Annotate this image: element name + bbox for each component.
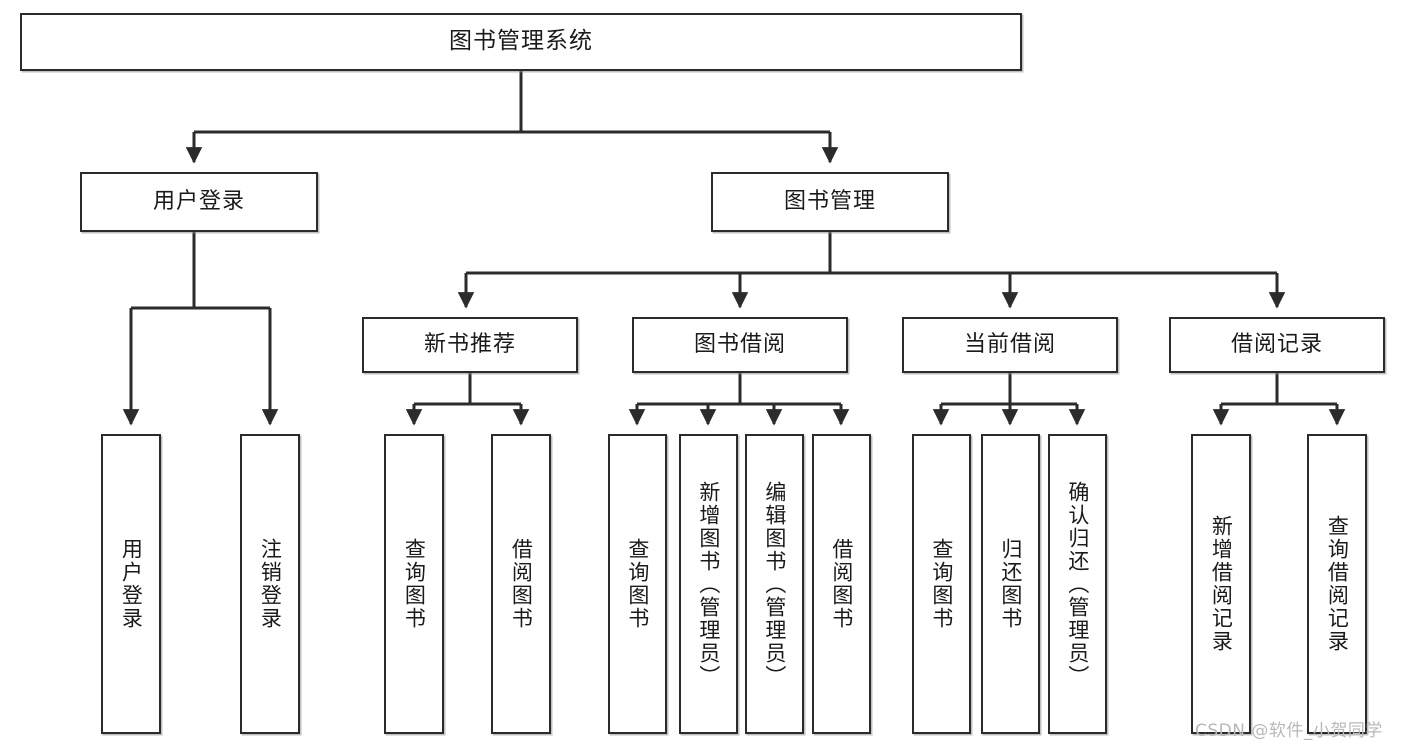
leaf-logout-login[interactable]: 注销登录 <box>240 434 300 734</box>
leaf-label: 归还图书 <box>998 538 1023 630</box>
leaf-query-book-borrow[interactable]: 查询图书 <box>608 434 667 734</box>
leaf-borrow-book-recommend[interactable]: 借阅图书 <box>491 434 551 734</box>
leaf-label: 确认归还（管理员） <box>1065 480 1090 688</box>
leaf-confirm-return-admin[interactable]: 确认归还（管理员） <box>1048 434 1107 734</box>
node-new-book-recommend[interactable]: 新书推荐 <box>362 317 578 373</box>
leaf-query-book-current[interactable]: 查询图书 <box>912 434 971 734</box>
node-borrow-record[interactable]: 借阅记录 <box>1169 317 1385 373</box>
leaf-label: 借阅图书 <box>829 538 854 630</box>
leaf-add-borrow-record[interactable]: 新增借阅记录 <box>1191 434 1251 734</box>
csdn-watermark: CSDN @软件_小贺同学 <box>1195 721 1383 741</box>
leaf-label: 查询借阅记录 <box>1325 515 1350 653</box>
leaf-user-login[interactable]: 用户登录 <box>101 434 161 734</box>
leaf-label: 新增图书（管理员） <box>696 480 721 688</box>
leaf-add-book-admin[interactable]: 新增图书（管理员） <box>679 434 738 734</box>
leaf-query-book-recommend[interactable]: 查询图书 <box>384 434 444 734</box>
leaf-label: 新增借阅记录 <box>1209 515 1234 653</box>
leaf-label: 用户登录 <box>119 538 144 630</box>
leaf-return-book[interactable]: 归还图书 <box>981 434 1040 734</box>
leaf-label: 借阅图书 <box>509 538 534 630</box>
node-current-borrow[interactable]: 当前借阅 <box>902 317 1118 373</box>
leaf-label: 查询图书 <box>929 538 954 630</box>
node-book-management[interactable]: 图书管理 <box>711 172 949 232</box>
node-root-system[interactable]: 图书管理系统 <box>20 13 1022 71</box>
leaf-label: 编辑图书（管理员） <box>762 480 787 688</box>
leaf-edit-book-admin[interactable]: 编辑图书（管理员） <box>745 434 804 734</box>
node-user-login[interactable]: 用户登录 <box>80 172 318 232</box>
leaf-label: 查询图书 <box>402 538 427 630</box>
leaf-borrow-book[interactable]: 借阅图书 <box>812 434 871 734</box>
node-book-borrow[interactable]: 图书借阅 <box>632 317 848 373</box>
leaf-label: 注销登录 <box>258 538 283 630</box>
leaf-label: 查询图书 <box>625 538 650 630</box>
leaf-query-borrow-record[interactable]: 查询借阅记录 <box>1307 434 1367 734</box>
